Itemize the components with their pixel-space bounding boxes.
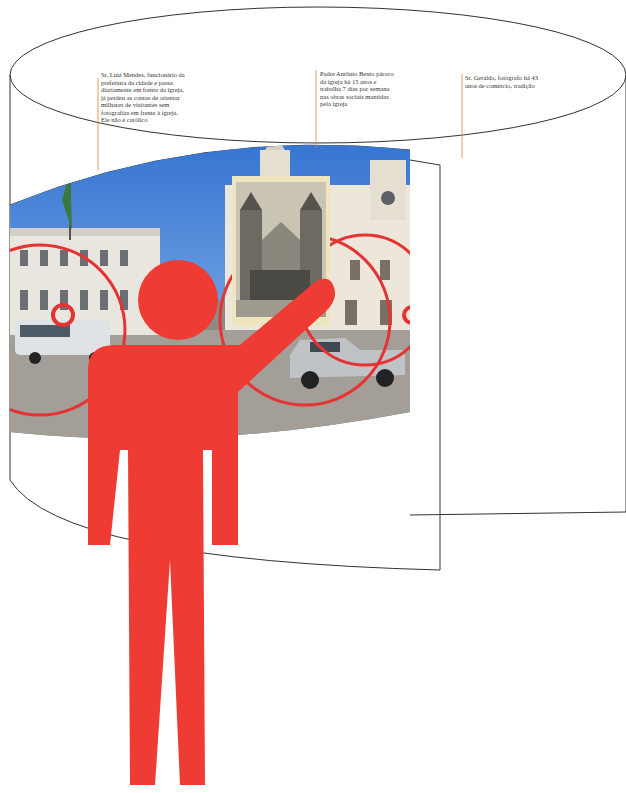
annotation-text: Sr. Luiz Mendes, funcionário da prefeitu… (101, 71, 185, 124)
annotation-text: Sr. Geraldo, fotógrafo há 43 anos de com… (465, 74, 539, 89)
person-pictogram (88, 260, 335, 785)
cylinder-top (10, 7, 626, 143)
annotation-text: Padre Antônio Bento pároco da igreja há … (320, 70, 394, 108)
panel-edge (410, 75, 626, 515)
panel-edge (410, 160, 440, 570)
leader-line (98, 70, 462, 170)
